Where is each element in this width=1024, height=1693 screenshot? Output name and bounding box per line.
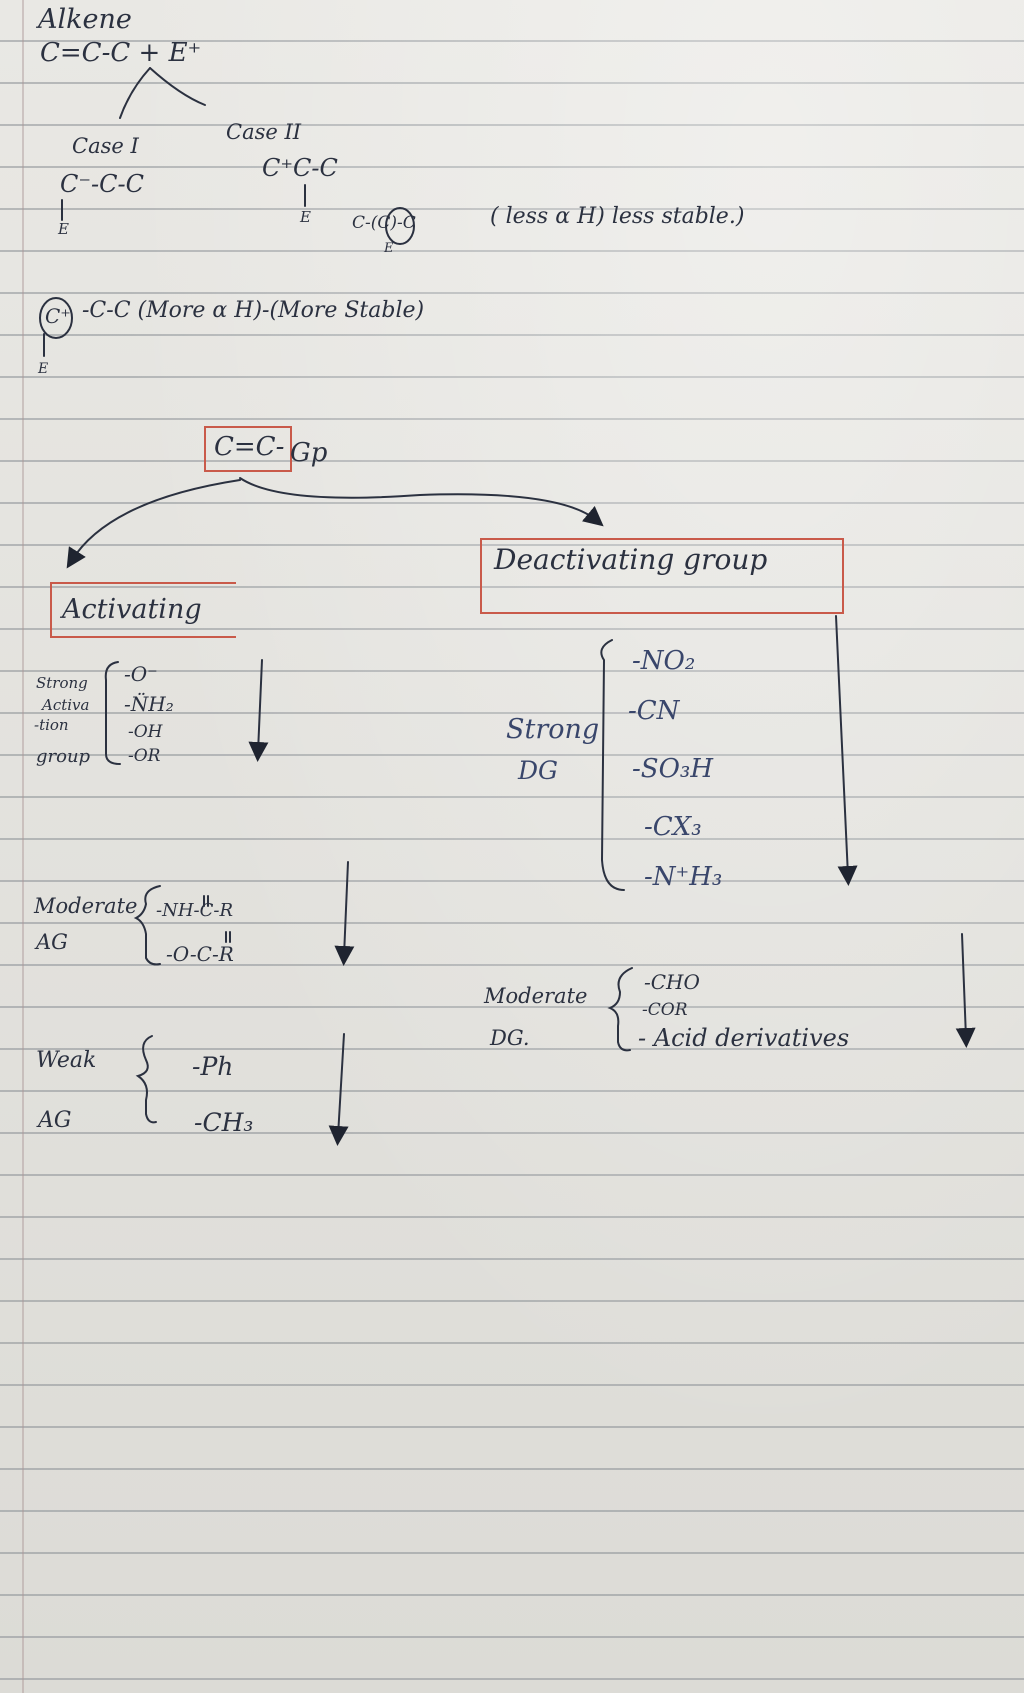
moderate-dg-label: DG. — [490, 1026, 530, 1050]
moderate-ag-item: -O-C-R — [166, 942, 234, 966]
moderate-dg-item: -CHO — [644, 970, 700, 994]
strong-dg-item: -CN — [628, 696, 680, 726]
strong-ag-item: -OR — [128, 746, 161, 766]
moderate-ag-arrow — [334, 861, 355, 966]
secondary-carbon-circle — [385, 207, 415, 245]
weak-ag-brace — [135, 1035, 157, 1124]
case1-electrophile: E — [58, 220, 69, 238]
more-stable-e: E — [38, 361, 49, 377]
case1-structure: C⁻-C-C — [60, 170, 144, 198]
split-stroke-left — [119, 67, 151, 119]
moderate-dg-item: -COR — [642, 1000, 688, 1020]
margin-line — [22, 0, 24, 1693]
case2-electrophile: E — [300, 208, 311, 226]
secondary-carbocation: C-(C)-C — [352, 213, 416, 233]
moderate-dg-label: Moderate — [484, 984, 588, 1008]
deactivating-title: Deactivating group — [494, 543, 768, 576]
moderate-ag-item: -NH-C-R — [156, 900, 234, 921]
weak-ag-label: Weak — [36, 1048, 97, 1073]
case2-structure: C⁺C-C — [262, 154, 338, 182]
strong-dg-label: DG — [518, 756, 559, 785]
strong-dg-item: -SO₃H — [632, 754, 714, 784]
moderate-ag-brace — [133, 885, 161, 966]
strong-ag-arrow — [248, 659, 269, 762]
strong-ag-label-line: Activa — [42, 696, 90, 714]
more-stable-ring: C⁺ — [45, 304, 71, 328]
more-stable-note: -C-C (More α H)-(More Stable) — [82, 298, 425, 323]
center-box — [204, 426, 292, 472]
arrow-to-deactivating — [239, 477, 604, 527]
strong-ag-label-line: Strong — [36, 674, 88, 692]
strong-ag-label-line: -tion — [34, 716, 69, 734]
weak-ag-item: -CH₃ — [194, 1108, 254, 1137]
less-stable-note: ( less α H) less stable.) — [490, 204, 745, 229]
deactivating-box — [480, 538, 844, 614]
case2-label: Case II — [226, 120, 302, 144]
weak-ag-arrow — [328, 1033, 349, 1146]
strong-dg-arrow — [835, 615, 858, 886]
moderate-dg-arrow — [955, 933, 976, 1048]
arrow-to-activating — [66, 479, 241, 569]
weak-ag-item: -Ph — [192, 1052, 234, 1081]
strong-ag-item: -N̈H₂ — [124, 692, 174, 716]
strong-dg-item: -N⁺H₃ — [644, 862, 723, 892]
moderate-dg-item: - Acid derivatives — [638, 1024, 850, 1052]
moderate-ag-label: Moderate — [34, 894, 138, 918]
moderate-dg-brace — [607, 967, 633, 1052]
activating-box — [50, 582, 236, 638]
activating-title: Activating — [62, 594, 202, 625]
strong-dg-label: Strong — [506, 714, 600, 745]
strong-dg-item: -NO₂ — [632, 646, 696, 676]
strong-dg-brace — [600, 639, 625, 891]
secondary-carbocation-e: E — [384, 241, 394, 256]
case1-label: Case I — [72, 134, 139, 158]
center-gp-label: Gp — [290, 438, 328, 468]
strong-ag-brace — [104, 661, 121, 765]
center-box-label: C=C- — [214, 432, 285, 462]
strong-ag-label-line: group — [36, 746, 91, 767]
split-stroke-right — [149, 67, 206, 106]
alkene-reaction: C=C-C + E⁺ — [40, 38, 202, 68]
carbonyl-bond — [203, 895, 209, 907]
more-stable-carbon-circle — [39, 297, 73, 339]
alkene-heading: Alkene — [38, 4, 132, 35]
moderate-ag-label: AG — [36, 930, 68, 954]
weak-ag-label: AG — [38, 1108, 72, 1133]
strong-ag-item: -O⁻ — [124, 662, 158, 686]
strong-dg-item: -CX₃ — [644, 812, 702, 842]
carbonyl-bond — [225, 931, 231, 943]
strong-ag-item: -OH — [128, 722, 163, 742]
